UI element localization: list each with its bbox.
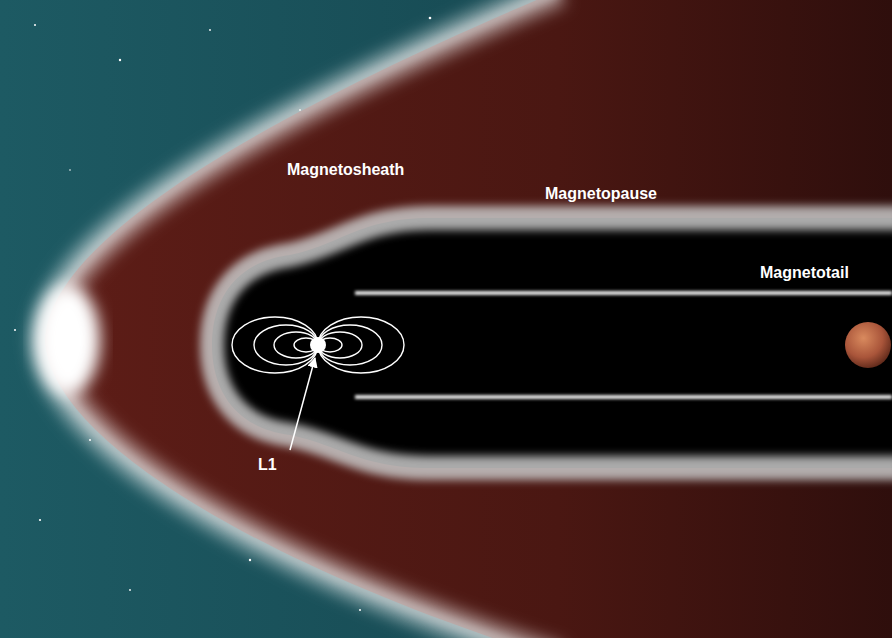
l1-leader-arrow xyxy=(290,358,315,450)
region-label: Magnetopause xyxy=(545,184,657,204)
magnetopause-outline xyxy=(212,218,892,468)
region-label: Magnetotail xyxy=(760,263,849,283)
magnetopause-band xyxy=(212,218,892,468)
magnetosheath-region xyxy=(45,0,892,638)
dipole-field-lines xyxy=(232,317,404,373)
region-label: Magnetosheath xyxy=(287,160,404,180)
point-label: L1 xyxy=(258,455,277,475)
mars-planet xyxy=(845,322,891,368)
magnetosphere-interior xyxy=(212,218,892,468)
bow-shock-nose xyxy=(36,285,100,395)
magnetotail-lines xyxy=(355,293,892,397)
earth xyxy=(310,337,326,353)
